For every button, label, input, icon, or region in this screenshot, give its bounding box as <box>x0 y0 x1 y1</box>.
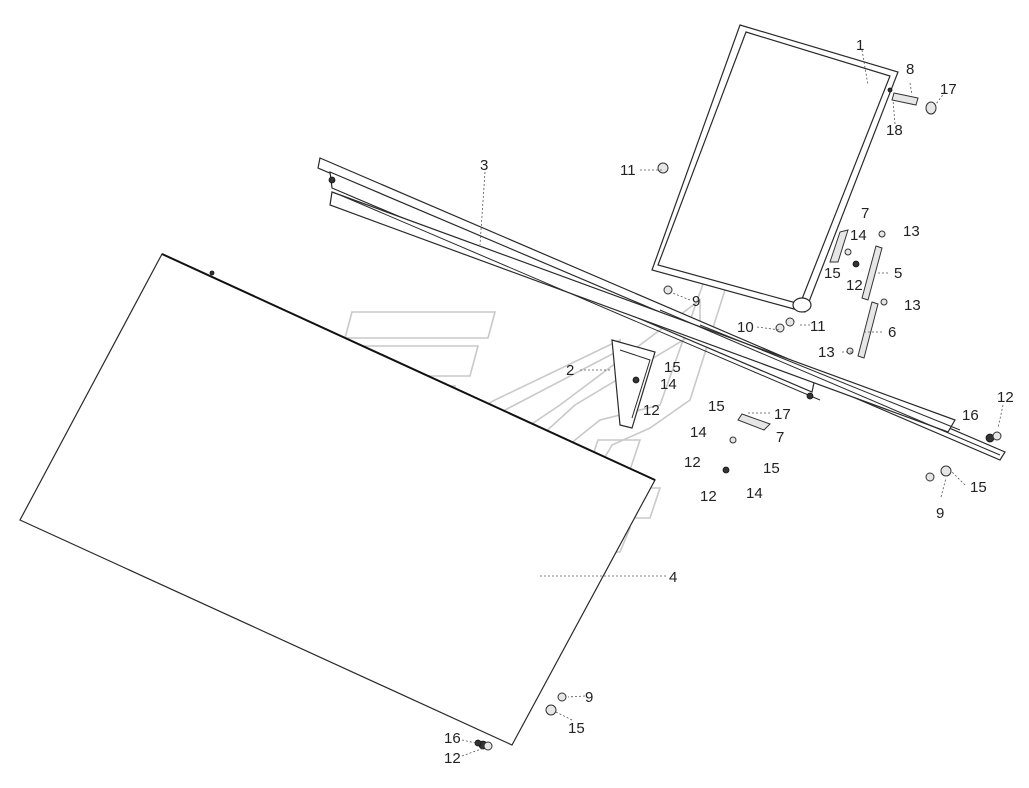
callout-14c: 14 <box>690 424 707 441</box>
callout-4: 4 <box>669 569 677 586</box>
callout-12e: 12 <box>997 389 1014 406</box>
callout-9a: 9 <box>692 293 700 310</box>
callout-11b: 11 <box>810 318 826 335</box>
slat-part-7 <box>829 229 849 263</box>
rail-part-3 <box>317 157 1006 461</box>
callout-8: 8 <box>906 61 914 78</box>
callout-12a: 12 <box>846 277 863 294</box>
callout-1: 1 <box>856 37 864 54</box>
callout-14b: 14 <box>660 376 677 393</box>
callout-13c: 13 <box>818 344 835 361</box>
callout-13b: 13 <box>904 297 921 314</box>
fasteners <box>474 162 1002 751</box>
bracket-part-2 <box>611 339 656 429</box>
callout-7a: 7 <box>861 205 869 222</box>
callout-3: 3 <box>480 157 488 174</box>
callout-12b: 12 <box>643 402 660 419</box>
callout-13a: 13 <box>903 223 920 240</box>
leader-lines <box>461 49 1004 757</box>
callout-9b: 9 <box>936 505 944 522</box>
callout-15c: 15 <box>708 398 725 415</box>
callout-12d: 12 <box>700 488 717 505</box>
callout-18: 18 <box>886 122 903 139</box>
callout-6: 6 <box>888 324 896 341</box>
panel-part-4 <box>19 253 656 750</box>
plate-part-1 <box>651 24 899 313</box>
callout-15f: 15 <box>568 720 585 737</box>
callout-16a: 16 <box>962 407 979 424</box>
callout-labels: 1 2 3 4 5 6 7 7 8 9 9 9 10 11 11 12 12 1… <box>444 37 1014 767</box>
callout-15d: 15 <box>763 460 780 477</box>
callout-15e: 15 <box>970 479 987 496</box>
pin-part-8 <box>891 92 937 115</box>
callout-16b: 16 <box>444 730 461 747</box>
callout-14d: 14 <box>746 485 763 502</box>
callout-10: 10 <box>737 319 754 336</box>
callout-5: 5 <box>894 265 902 282</box>
callout-12c: 12 <box>684 454 701 471</box>
rod-part-6 <box>857 301 879 359</box>
callout-7b: 7 <box>776 429 784 446</box>
slat-part-7b <box>737 413 771 431</box>
rod-part-5 <box>861 245 883 301</box>
callout-2: 2 <box>566 362 574 379</box>
callout-9c: 9 <box>585 689 593 706</box>
callout-15a: 15 <box>824 265 841 282</box>
callout-15b: 15 <box>664 359 681 376</box>
callout-11a: 11 <box>620 162 636 179</box>
callout-17b: 17 <box>774 406 791 423</box>
callout-14a: 14 <box>850 227 867 244</box>
callout-17a: 17 <box>940 81 957 98</box>
callout-12f: 12 <box>444 750 461 767</box>
